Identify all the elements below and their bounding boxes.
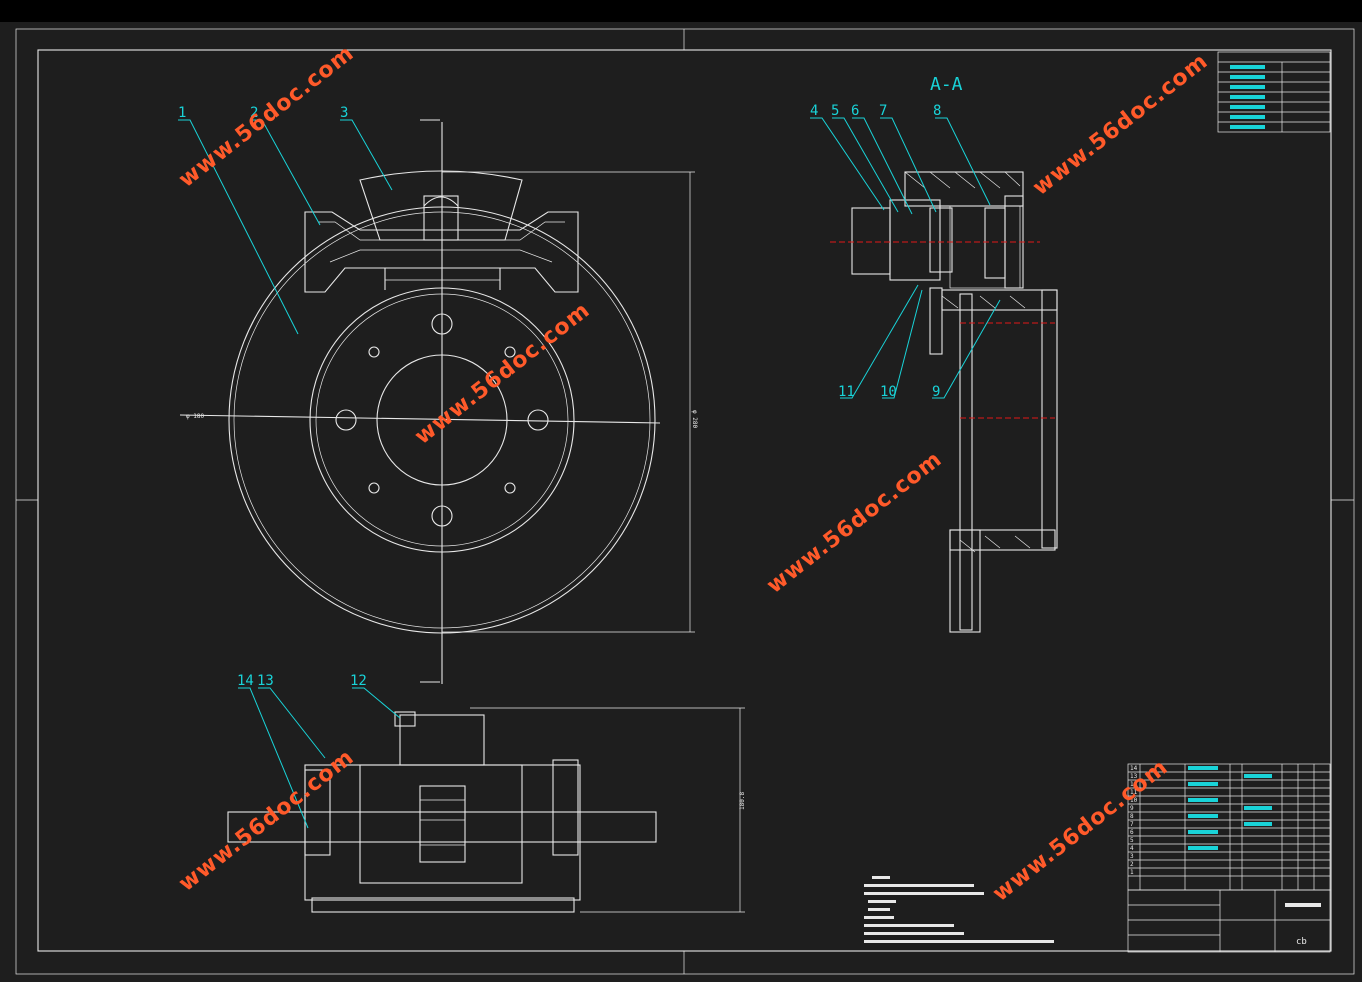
label-part-4: 4 xyxy=(810,103,818,119)
parts-list-no-8: 8 xyxy=(1130,813,1134,820)
label-part-13: 13 xyxy=(257,673,274,689)
leader-lines xyxy=(178,117,1001,829)
label-part-9: 9 xyxy=(932,384,940,400)
label-part-14: 14 xyxy=(237,673,254,689)
parts-list-no-5: 5 xyxy=(1130,837,1134,844)
parameter-table xyxy=(1217,51,1331,133)
label-part-8: 8 xyxy=(933,103,941,119)
parts-list-no-12: 12 xyxy=(1130,781,1138,788)
label-part-10: 10 xyxy=(880,384,897,400)
parts-list-no-14: 14 xyxy=(1130,765,1138,772)
label-part-5: 5 xyxy=(831,103,839,119)
parts-list: 14 13 12 11 10 9 8 7 6 5 4 3 2 1 xyxy=(1127,763,1331,891)
svg-text:180.8: 180.8 xyxy=(739,792,746,810)
label-part-1: 1 xyxy=(178,105,186,121)
front-view-disc: φ 280 φ 180 xyxy=(179,119,698,684)
parts-list-no-6: 6 xyxy=(1130,829,1134,836)
parts-list-no-13: 13 xyxy=(1130,773,1138,780)
parts-list-no-2: 2 xyxy=(1130,861,1134,868)
bottom-view: 180.8 xyxy=(227,707,746,913)
section-title: A-A xyxy=(930,74,963,95)
drawing-frame xyxy=(15,28,1355,975)
parts-list-no-9: 9 xyxy=(1130,805,1134,812)
label-part-12: 12 xyxy=(350,673,367,689)
parts-list-no-3: 3 xyxy=(1130,853,1134,860)
parts-list-no-4: 4 xyxy=(1130,845,1134,852)
parts-list-no-1: 1 xyxy=(1130,869,1134,876)
title-block-code: cb xyxy=(1296,937,1307,947)
svg-text:φ 280: φ 280 xyxy=(691,410,698,428)
technical-notes xyxy=(864,876,1054,943)
parts-list-no-11: 11 xyxy=(1130,789,1138,796)
part-number-labels: 1 2 3 4 5 6 7 8 9 10 11 12 13 14 A-A xyxy=(178,74,963,689)
parts-list-no-7: 7 xyxy=(1130,821,1134,828)
front-view-caliper xyxy=(304,170,579,293)
section-view xyxy=(830,171,1058,633)
label-part-11: 11 xyxy=(838,384,855,400)
label-part-7: 7 xyxy=(879,103,887,119)
window-top-bar xyxy=(0,0,1362,22)
title-block: cb xyxy=(1127,889,1331,953)
parts-list-no-10: 10 xyxy=(1130,797,1138,804)
drawing-background xyxy=(0,22,1362,982)
label-part-3: 3 xyxy=(340,105,348,121)
label-part-6: 6 xyxy=(851,103,859,119)
svg-text:φ 180: φ 180 xyxy=(186,413,204,420)
label-part-2: 2 xyxy=(250,105,258,121)
